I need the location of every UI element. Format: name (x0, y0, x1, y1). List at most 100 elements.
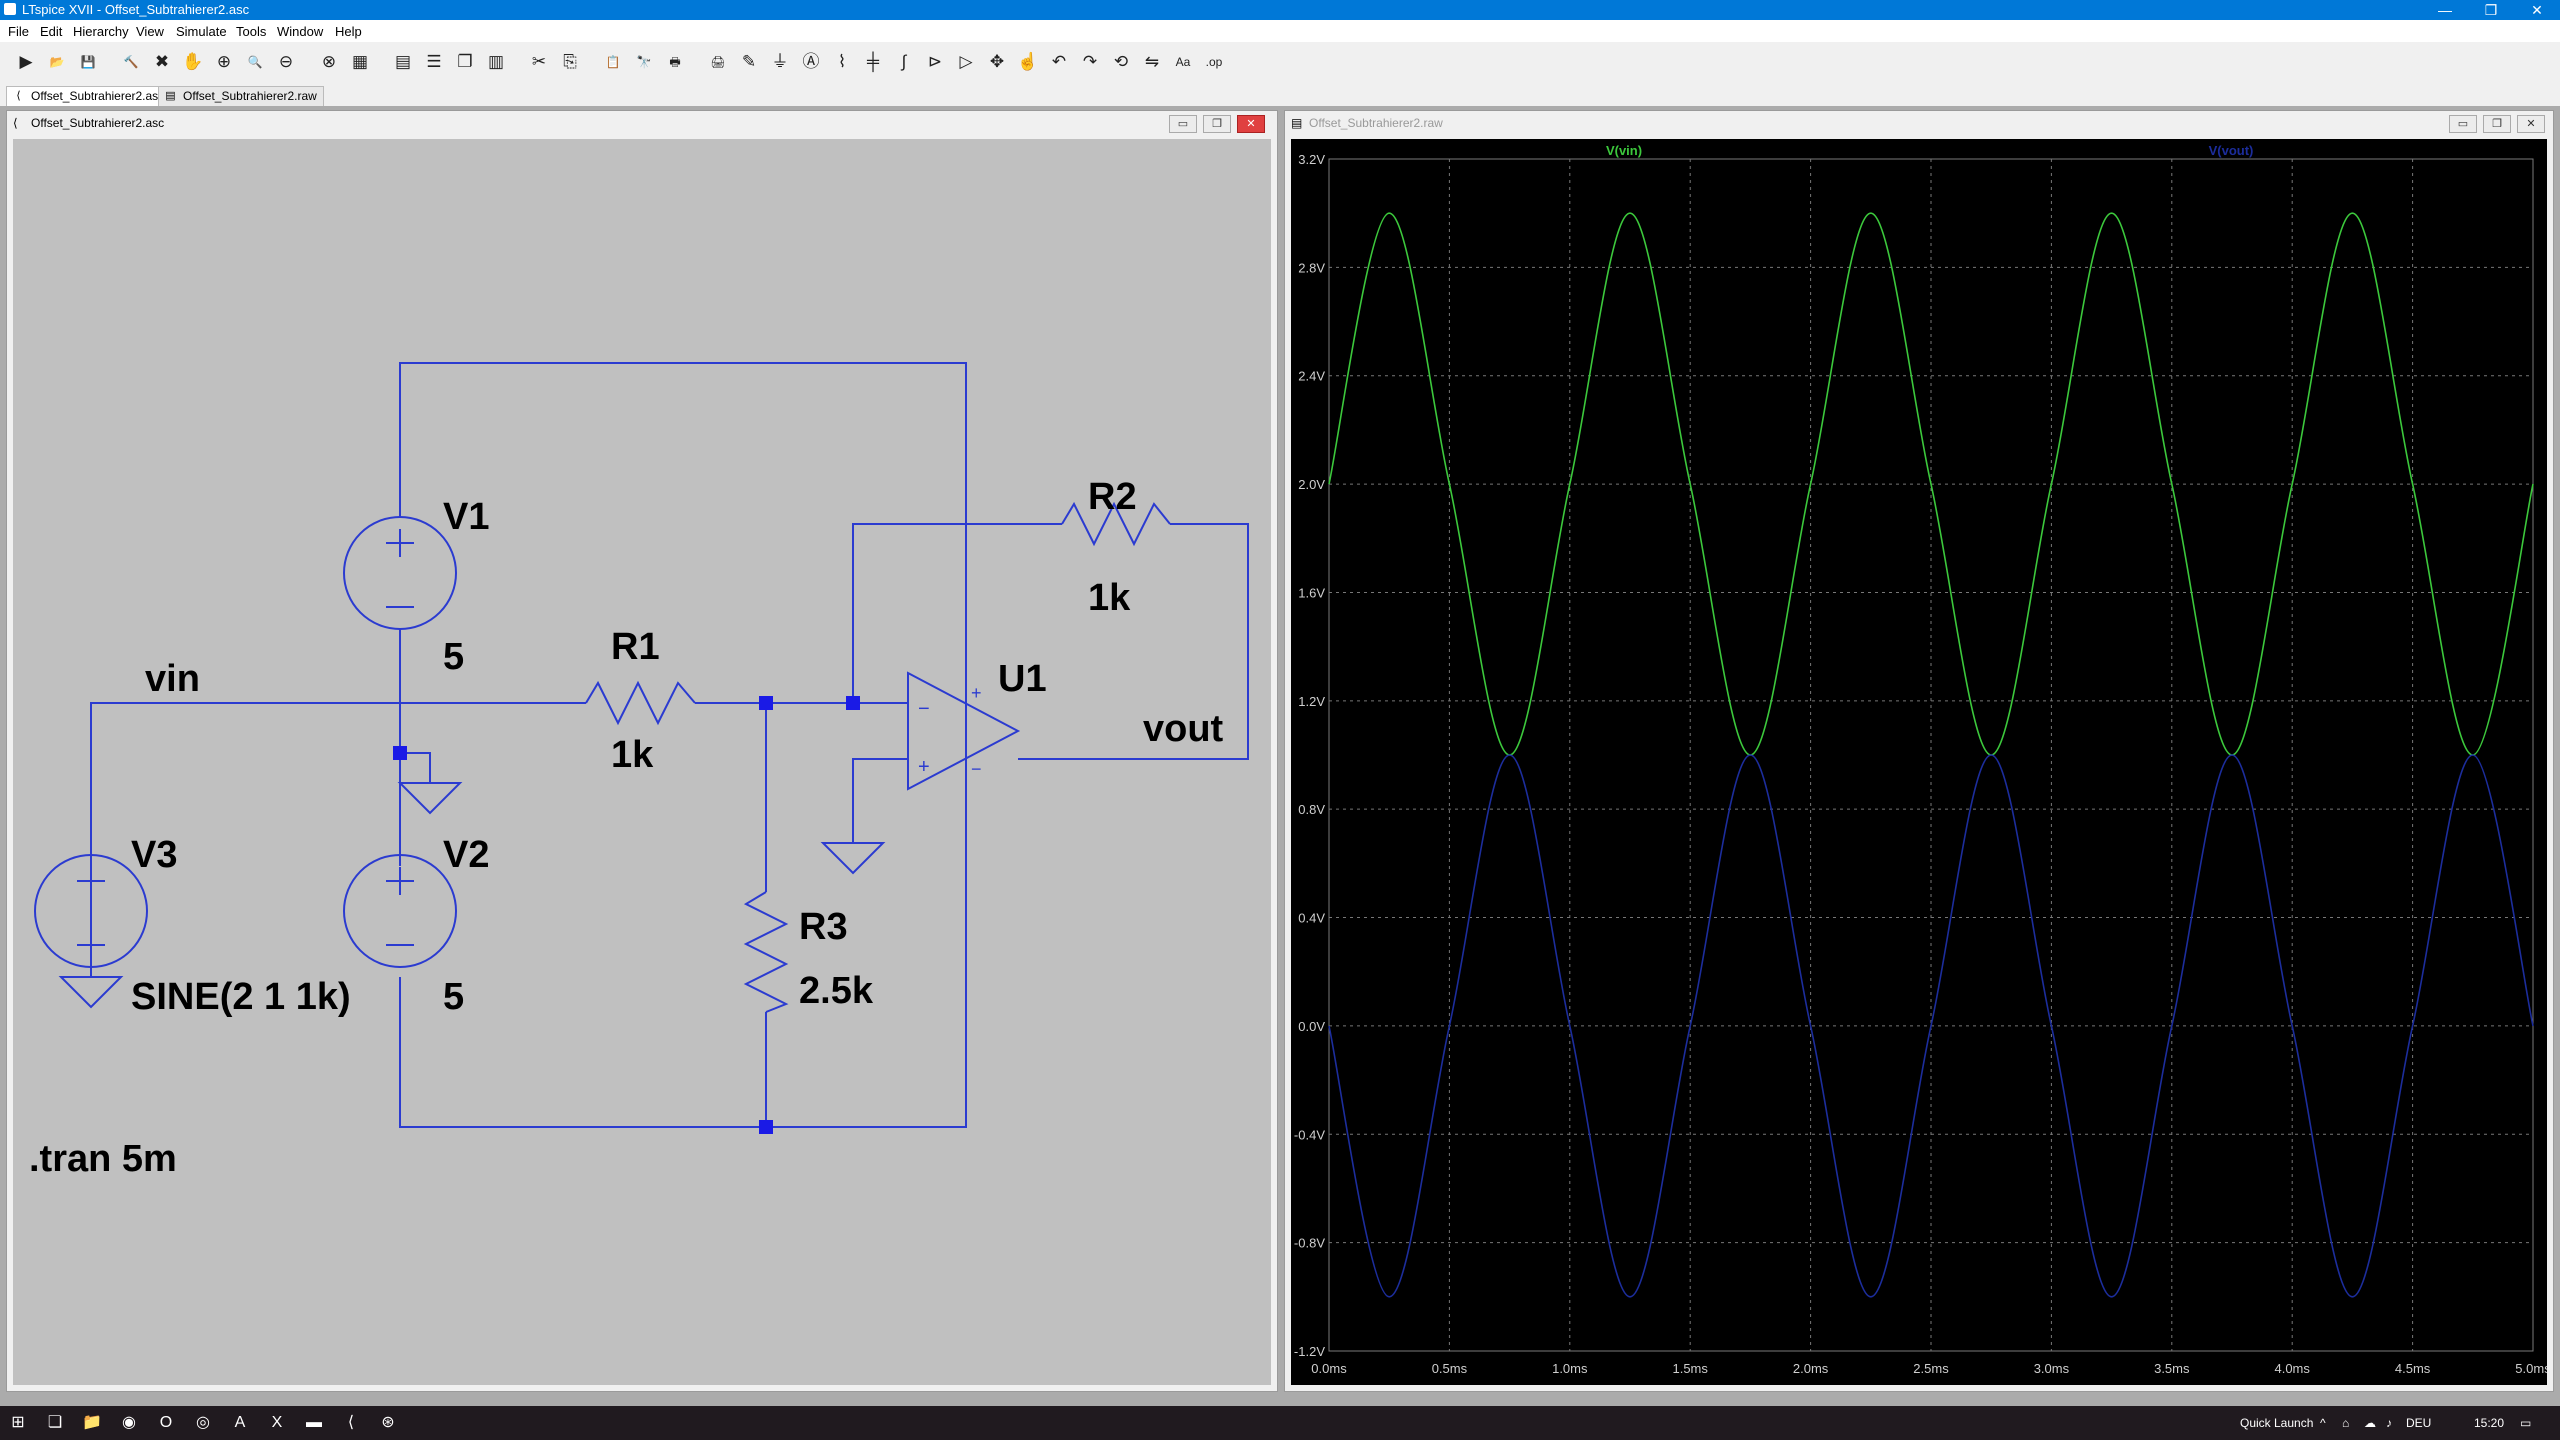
ltspice-icon[interactable]: ⟨ (347, 1414, 355, 1431)
voltage-source-v1[interactable] (343, 516, 457, 630)
close-button[interactable]: ✕ (2531, 2, 2543, 18)
voltage-source-v2[interactable] (343, 854, 457, 968)
zoom-fit-icon[interactable]: ⊗ (321, 52, 337, 71)
edge-icon[interactable]: ◉ (122, 1414, 136, 1431)
tray-chevron-icon[interactable]: ^ (2320, 1416, 2326, 1430)
tab-schematic[interactable]: ⟨ Offset_Subtrahierer2.asc (6, 86, 172, 106)
pan-icon[interactable]: ✋ (182, 52, 204, 71)
menu-file[interactable]: File (8, 24, 29, 39)
restore-button[interactable]: ❐ (2484, 2, 2498, 18)
menu-tools[interactable]: Tools (236, 24, 267, 39)
label-v2-value: 5 (443, 976, 464, 1018)
mirror-icon[interactable]: ⇋ (1144, 52, 1160, 71)
halt-icon[interactable]: ✖ (154, 52, 170, 71)
resistor-icon[interactable]: ⌇ (837, 52, 847, 71)
menu-simulate[interactable]: Simulate (176, 24, 227, 39)
component-icon[interactable]: ▷ (959, 52, 973, 71)
spice-directive-tran[interactable]: .tran 5m (29, 1138, 177, 1180)
spice-directive-icon[interactable]: .op (1205, 55, 1223, 69)
waveform-close-button[interactable]: ✕ (2517, 115, 2545, 133)
outlook-icon[interactable]: O (159, 1414, 173, 1431)
wire-noninv-input[interactable] (852, 758, 908, 843)
paste-icon[interactable]: 📋 (605, 55, 621, 69)
volume-icon[interactable]: ♪ (2386, 1416, 2392, 1430)
voltage-source-v3[interactable] (34, 854, 148, 968)
print-icon[interactable]: 🖶 (669, 55, 681, 69)
text-icon[interactable]: Aa (1175, 55, 1191, 69)
menu-edit[interactable]: Edit (40, 24, 63, 39)
undo-icon[interactable]: ↶ (1051, 52, 1067, 71)
save-icon[interactable]: 💾 (80, 55, 96, 69)
trace-vvin[interactable] (1328, 212, 2534, 756)
ground-symbol-opamp (820, 842, 886, 875)
zoom-in-icon[interactable]: ⊕ (216, 52, 232, 71)
find-icon[interactable]: 🔭 (636, 55, 652, 69)
move-icon[interactable]: ✥ (989, 52, 1005, 71)
opamp-u1[interactable] (907, 671, 1021, 791)
net-label-vin: vin (145, 658, 200, 700)
cascade-icon[interactable]: ❐ (457, 52, 473, 71)
copy-icon[interactable]: ⎘ (563, 52, 577, 71)
wire-rails[interactable] (399, 362, 967, 1128)
minimize-button[interactable]: — (2438, 2, 2452, 18)
resistor-r1[interactable] (585, 680, 696, 726)
tile-vertical-icon[interactable]: ▥ (487, 52, 505, 71)
inductor-icon[interactable]: ∫ (901, 52, 907, 71)
wire-r2-left[interactable] (852, 523, 1062, 703)
notification-icon[interactable]: ▭ (2520, 1416, 2532, 1430)
app3-icon[interactable]: ⊛ (381, 1414, 395, 1431)
ground-icon[interactable]: ⏚ (771, 52, 789, 71)
tile-horizontal-icon[interactable]: ☰ (426, 52, 442, 71)
wire-gnd-node[interactable] (400, 752, 431, 783)
onedrive-icon[interactable]: ☁ (2364, 1416, 2376, 1430)
schematic-close-button[interactable]: ✕ (1237, 115, 1265, 133)
quick-launch-label[interactable]: Quick Launch (2240, 1416, 2314, 1430)
wire-vin[interactable] (90, 702, 586, 951)
wire-r2-right[interactable] (1018, 523, 1249, 760)
clock[interactable]: 15:20 (2474, 1416, 2505, 1430)
resistor-r3[interactable] (743, 891, 789, 1013)
resistor-r2[interactable] (1061, 501, 1171, 547)
waveform-restore-button[interactable]: ❐ (2483, 115, 2511, 133)
explorer-icon[interactable]: 📁 (82, 1414, 102, 1431)
acrobat-icon[interactable]: A (234, 1414, 246, 1431)
draw-wire-icon[interactable]: ✎ (741, 52, 757, 71)
menu-help[interactable]: Help (335, 24, 362, 39)
trace-label[interactable]: V(vin) (1606, 143, 1642, 158)
windows-start-icon[interactable]: ⊞ (11, 1414, 25, 1431)
app-icon[interactable]: ◎ (196, 1414, 210, 1431)
cut-icon[interactable]: ✂ (531, 52, 547, 71)
grid-icon[interactable]: ▤ (394, 52, 412, 71)
network-icon[interactable]: ⌂ (2342, 1416, 2350, 1430)
menu-hierarchy[interactable]: Hierarchy (73, 24, 129, 39)
open-icon[interactable]: 📂 (49, 55, 65, 69)
excel-icon[interactable]: X (271, 1414, 283, 1431)
run-icon[interactable]: ▶ (19, 52, 33, 71)
label-u1-name: U1 (998, 658, 1047, 700)
capacitor-icon[interactable]: ╪ (866, 52, 880, 71)
zoom-area-icon[interactable]: 🔍 (247, 55, 263, 69)
waveform-minimize-button[interactable]: ▭ (2449, 115, 2477, 133)
print-setup-icon[interactable]: 🖨 (710, 55, 726, 69)
zoom-out-icon[interactable]: ⊖ (278, 52, 294, 71)
diode-icon[interactable]: ⊳ (927, 52, 943, 71)
tab-waveform[interactable]: ▤ Offset_Subtrahierer2.raw (158, 86, 324, 106)
drag-icon[interactable]: ☝ (1017, 52, 1039, 71)
rotate-icon[interactable]: ⟲ (1113, 52, 1129, 71)
schematic-canvas[interactable]: − + + − V1 5 V2 5 V3 SINE(2 1 1k) R1 1k … (13, 139, 1271, 1385)
task-view-icon[interactable]: ❏ (47, 1414, 63, 1431)
schematic-minimize-button[interactable]: ▭ (1169, 115, 1197, 133)
schematic-restore-button[interactable]: ❐ (1203, 115, 1231, 133)
menu-window[interactable]: Window (277, 24, 324, 39)
menu-view[interactable]: View (136, 24, 164, 39)
waveform-window-title: Offset_Subtrahierer2.raw (1309, 116, 1443, 130)
trace-vvout[interactable] (1328, 754, 2534, 1298)
app2-icon[interactable]: ▬ (306, 1414, 322, 1431)
redo-icon[interactable]: ↷ (1082, 52, 1098, 71)
language-indicator[interactable]: DEU (2406, 1416, 2432, 1430)
label-net-icon[interactable]: Ⓐ (802, 52, 820, 71)
autorange-icon[interactable]: ▦ (351, 52, 369, 71)
control-panel-icon[interactable]: 🔨 (123, 55, 139, 69)
trace-label[interactable]: V(vout) (2209, 143, 2254, 158)
